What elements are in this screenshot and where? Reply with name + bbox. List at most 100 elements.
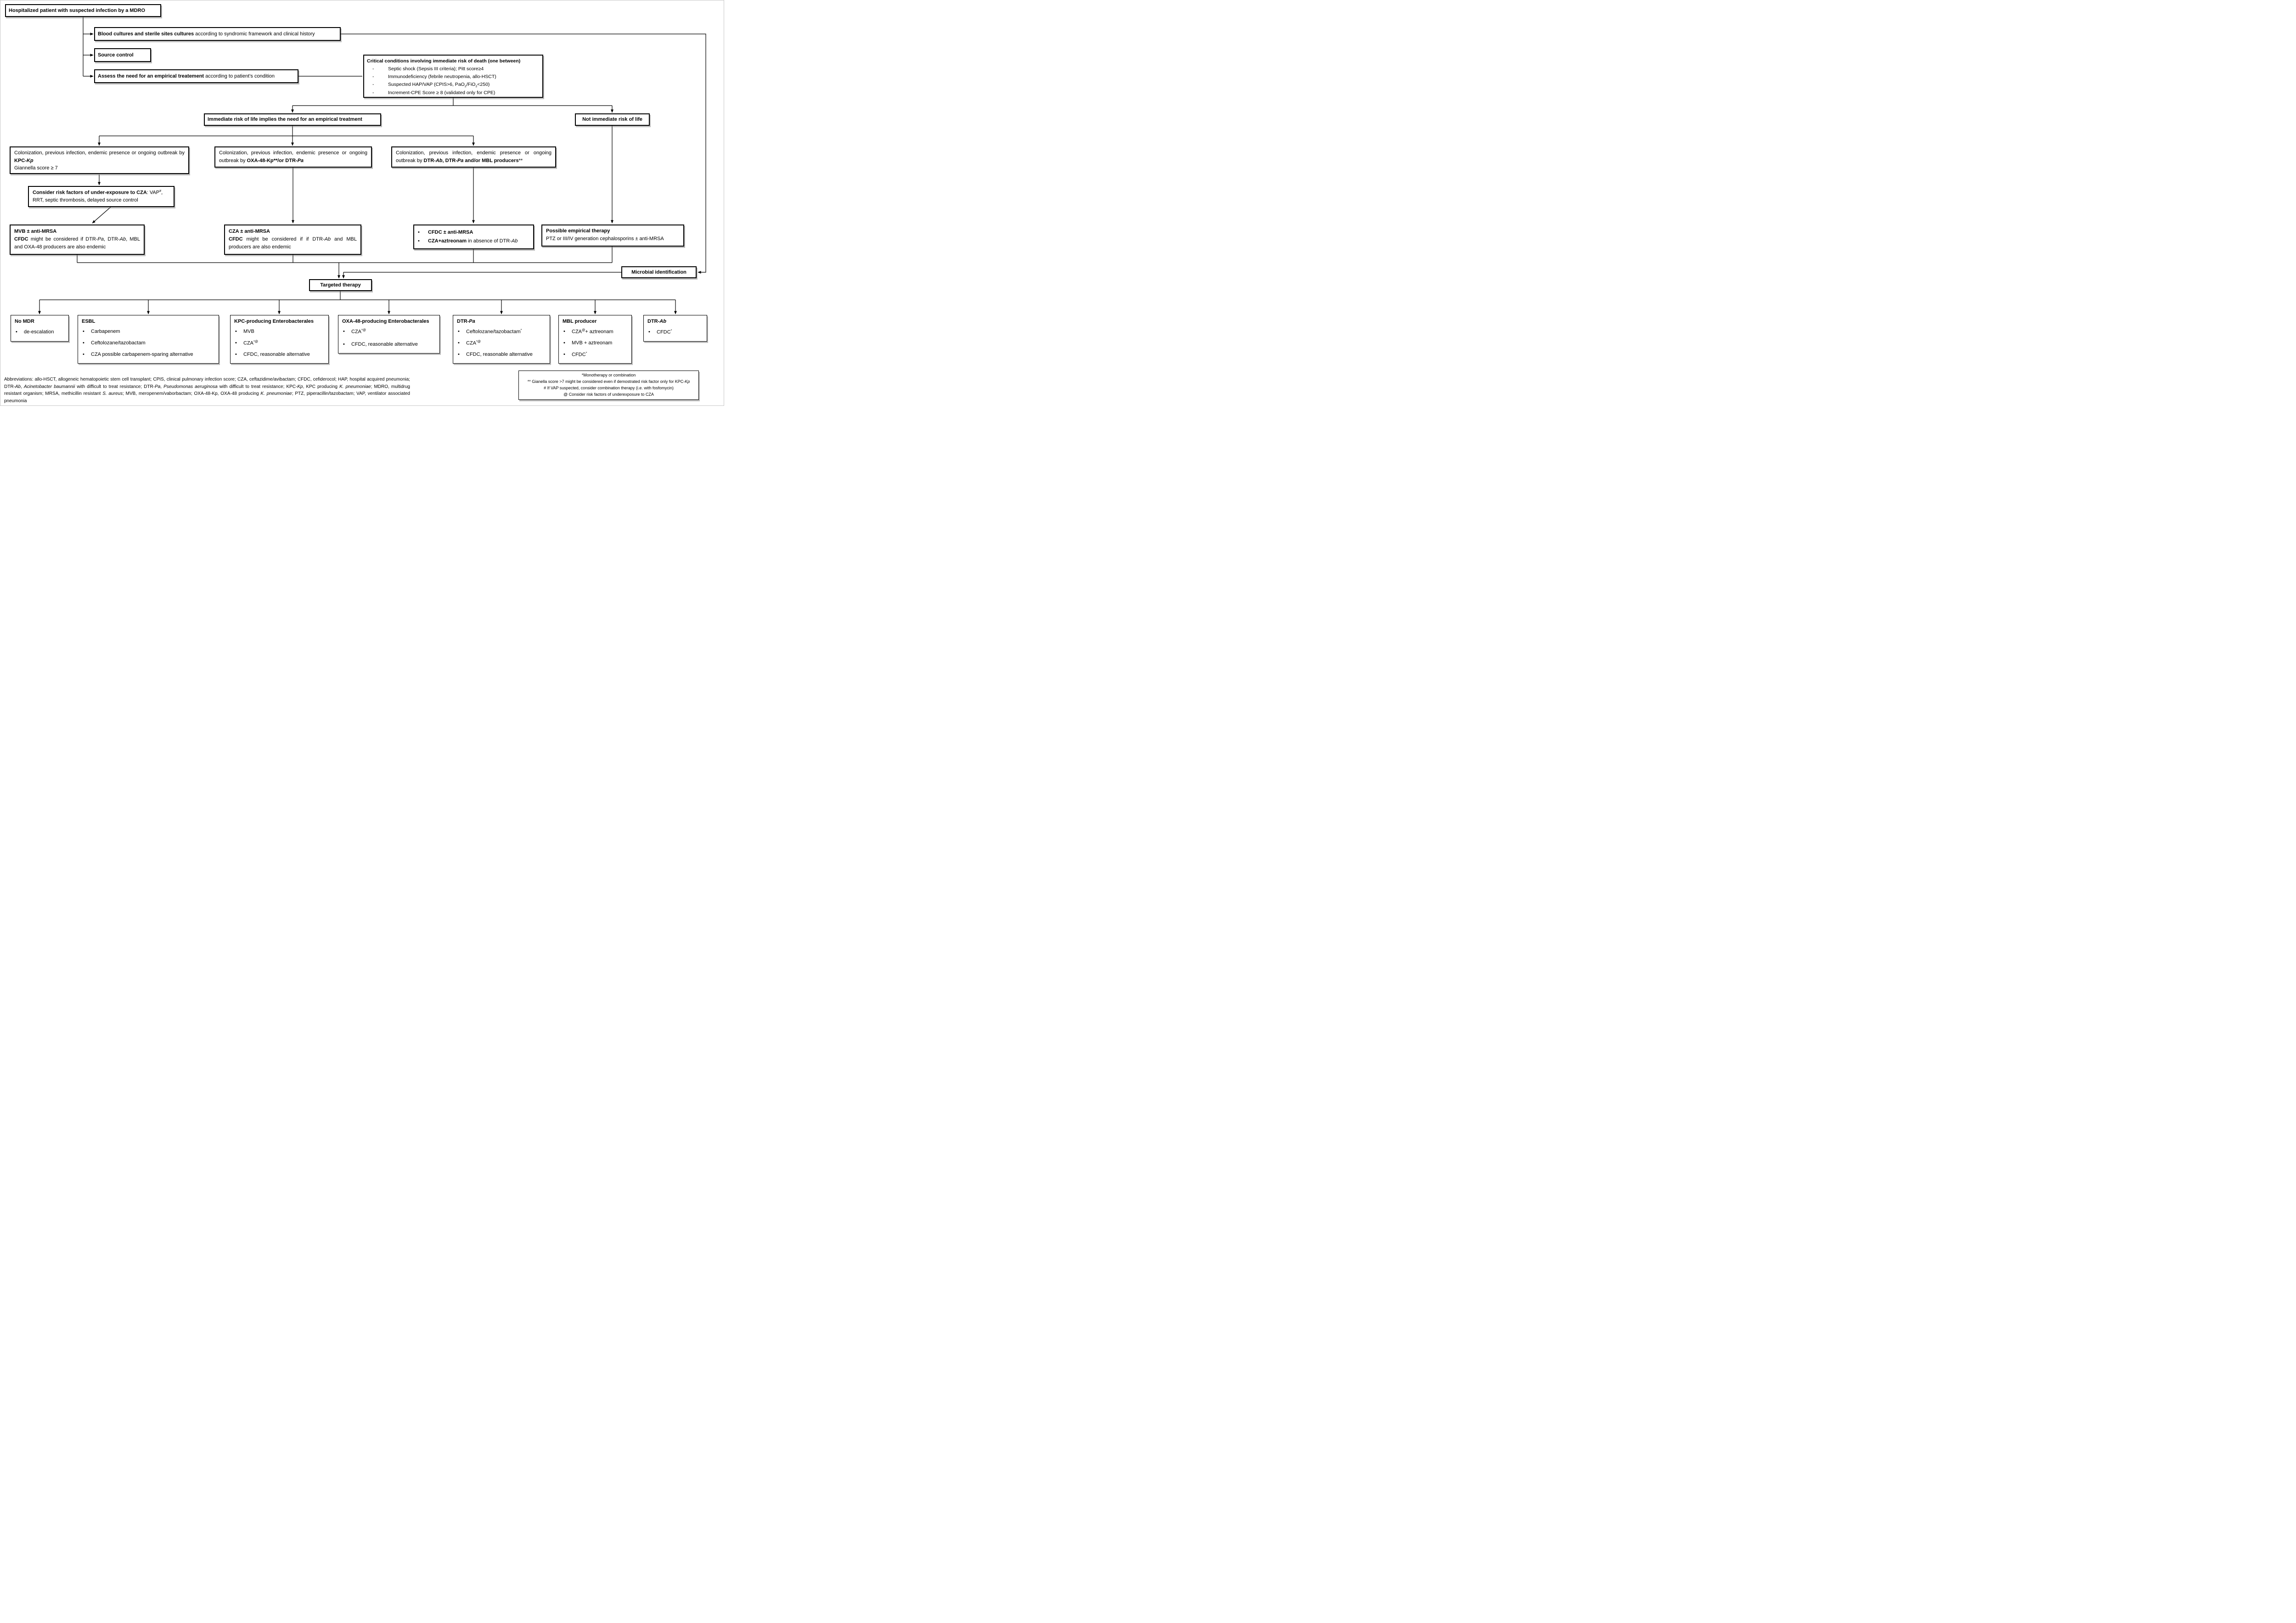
dtr-ab-list: CFDC* <box>647 326 703 338</box>
footnote-monotherapy: *Monotherapy or combination <box>581 373 636 378</box>
no-mdr-list: de-escalation <box>15 326 65 338</box>
list-item-text: CZA*@ <box>466 340 481 346</box>
node-source-control: Source control <box>94 48 151 62</box>
node-cfdc-therapy: CFDC ± anti-MRSA CZA+aztreonam in absenc… <box>413 225 534 249</box>
list-item: Suspected HAP/VAP (CPIS>6, PaO2/FiO2<250… <box>367 81 540 89</box>
list-item: CFDC* <box>647 329 703 336</box>
node-colonization-kpc: Colonization, previous infection, endemi… <box>10 146 189 174</box>
flowchart-canvas: Hospitalized patient with suspected infe… <box>0 0 724 406</box>
node-blood-cultures-text: Blood cultures and sterile sites culture… <box>98 31 315 37</box>
list-item-text: Suspected HAP/VAP (CPIS>6, PaO2/FiO2<250… <box>388 82 490 89</box>
arrow-to-mvb-box <box>92 207 111 224</box>
esbl-list: Carbapenem Ceftolozane/tazobactam CZA po… <box>82 326 215 360</box>
targeted-therapy-text: Targeted therapy <box>320 282 361 288</box>
list-item-text: CFDC* <box>572 351 587 358</box>
connector-trunks <box>39 17 675 300</box>
list-item-text: Carbapenem <box>91 328 120 334</box>
list-item: MVB <box>234 328 325 335</box>
list-item-text: Immunodeficiency (febrile neutropenia, a… <box>388 74 496 79</box>
list-item: Immunodeficiency (febrile neutropenia, a… <box>367 73 540 81</box>
list-item-text: de-escalation <box>24 329 54 335</box>
node-colonization-dtr: Colonization, previous infection, endemi… <box>391 146 556 168</box>
flow-connectors <box>38 17 706 314</box>
colonization-kpc-text: Colonization, previous infection, endemi… <box>14 150 185 163</box>
node-no-mdr: No MDR de-escalation <box>11 315 69 342</box>
node-immediate-risk: Immediate risk of life implies the need … <box>204 113 381 126</box>
footnote-gianella: ** Gianella score >7 might be considered… <box>527 379 690 384</box>
colonization-kpc-score: Giannella score ≥ 7 <box>14 165 58 171</box>
dtr-ab-title: DTR-Ab <box>647 319 666 324</box>
arrow-to-microbial-identification <box>341 34 706 274</box>
list-item-text: MVB <box>243 328 254 334</box>
colonization-oxa-text: Colonization, previous infection, endemi… <box>219 150 367 163</box>
esbl-title: ESBL <box>82 319 96 324</box>
possible-empirical-line2: PTZ or III/IV generation cephalosporins … <box>546 236 664 241</box>
node-mvb-therapy: MVB ± anti-MRSA CFDC might be considered… <box>10 225 145 255</box>
list-item: CZA*@ <box>457 340 546 347</box>
list-item: CZA*@ <box>342 328 436 335</box>
no-mdr-title: No MDR <box>15 319 34 324</box>
node-hospitalized-patient: Hospitalized patient with suspected infe… <box>5 4 161 17</box>
cza-therapy-line1: CZA ± anti-MRSA <box>229 229 270 234</box>
list-item-text: CFDC, reasonable alternative <box>243 352 310 358</box>
node-microbial-identification: Microbial identification <box>621 266 697 278</box>
mbl-list: CZA@+ aztreonam MVB + aztreonam CFDC* <box>563 326 628 360</box>
colonization-dtr-text: Colonization, previous infection, endemi… <box>396 150 551 163</box>
node-esbl: ESBL Carbapenem Ceftolozane/tazobactam C… <box>78 315 219 364</box>
list-item-text: Increment-CPE Score ≥ 8 (validated only … <box>388 90 495 96</box>
critical-conditions-list: Septic shock (Sepsis III criteria); Pitt… <box>367 65 540 97</box>
list-item: MVB + aztreonam <box>563 340 628 346</box>
node-assess-need: Assess the need for an empirical treatem… <box>94 69 298 83</box>
node-cza-therapy: CZA ± anti-MRSA CFDC might be considered… <box>224 225 361 255</box>
node-colonization-oxa: Colonization, previous infection, endemi… <box>214 146 372 168</box>
list-item-text: CZA possible carbapenem-sparing alternat… <box>91 352 193 358</box>
kpc-title: KPC-producing Enterobacterales <box>234 319 314 324</box>
footnote-vap: # If VAP suspected, consider combination… <box>544 386 674 390</box>
list-item-text: CZA+aztreonam in absence of DTR-Ab <box>428 238 518 244</box>
list-item: de-escalation <box>15 329 65 335</box>
mvb-therapy-line1: MVB ± anti-MRSA <box>14 229 57 234</box>
node-oxa48-producing: OXA-48-producing Enterobacterales CZA*@ … <box>338 315 440 354</box>
list-item: CFDC ± anti-MRSA <box>416 229 531 236</box>
cza-therapy-line2: CFDC might be considered if if DTR-Ab an… <box>229 236 357 250</box>
consider-risk-text: Consider risk factors of under-exposure … <box>33 189 163 203</box>
node-hospitalized-text: Hospitalized patient with suspected infe… <box>9 7 146 13</box>
list-item: Septic shock (Sepsis III criteria); Pitt… <box>367 65 540 73</box>
list-item: Carbapenem <box>82 328 215 335</box>
node-dtr-pa: DTR-Pa Ceftolozane/tazobactam* CZA*@ CFD… <box>453 315 550 364</box>
footnotes-box: *Monotherapy or combination ** Gianella … <box>518 371 699 400</box>
mvb-therapy-line2: CFDC might be considered if DTR-Pa, DTR-… <box>14 236 141 250</box>
list-item: CZA@+ aztreonam <box>563 328 628 335</box>
node-source-control-text: Source control <box>98 52 134 58</box>
list-item-text: CFDC, reasonable alternative <box>466 352 533 358</box>
node-consider-risk-cza: Consider risk factors of under-exposure … <box>28 186 174 207</box>
node-kpc-producing: KPC-producing Enterobacterales MVB CZA*@… <box>230 315 329 364</box>
node-not-immediate-risk-text: Not immediate risk of life <box>582 117 642 123</box>
list-item: CFDC, reasonable alternative <box>234 351 325 358</box>
list-item: CZA+aztreonam in absence of DTR-Ab <box>416 238 531 244</box>
dtr-pa-title: DTR-Pa <box>457 319 475 324</box>
list-item-text: Ceftolozane/tazobactam* <box>466 328 522 335</box>
list-item-text: CZA*@ <box>351 328 366 335</box>
node-assess-need-text: Assess the need for an empirical treatem… <box>98 73 275 79</box>
node-immediate-risk-text: Immediate risk of life implies the need … <box>208 117 362 123</box>
list-item-text: CFDC ± anti-MRSA <box>428 230 473 236</box>
oxa48-title: OXA-48-producing Enterobacterales <box>342 319 429 324</box>
list-item: CFDC, reasonable alternative <box>457 351 546 358</box>
abbreviations-text: Abbreviations: allo-HSCT, allogeneic hem… <box>4 377 410 404</box>
node-dtr-ab: DTR-Ab CFDC* <box>643 315 707 342</box>
list-item-text: Septic shock (Sepsis III criteria); Pitt… <box>388 66 484 72</box>
mbl-title: MBL producer <box>563 319 597 324</box>
list-item-text: CFDC, reasonable alternative <box>351 341 418 347</box>
node-targeted-therapy: Targeted therapy <box>309 279 372 291</box>
list-item: CFDC* <box>563 351 628 358</box>
list-item-text: CZA@+ aztreonam <box>572 328 613 335</box>
possible-empirical-line1: Possible empirical therapy <box>546 228 610 234</box>
list-item-text: MVB + aztreonam <box>572 340 613 346</box>
footnote-cza: @ Consider risk factors of underexposure… <box>563 392 654 397</box>
list-item-text: Ceftolozane/tazobactam <box>91 340 146 346</box>
oxa48-list: CZA*@ CFDC, reasonable alternative <box>342 326 436 350</box>
list-item: Ceftolozane/tazobactam* <box>457 328 546 335</box>
list-item-text: CZA*@ <box>243 339 259 346</box>
node-blood-cultures: Blood cultures and sterile sites culture… <box>94 27 341 41</box>
